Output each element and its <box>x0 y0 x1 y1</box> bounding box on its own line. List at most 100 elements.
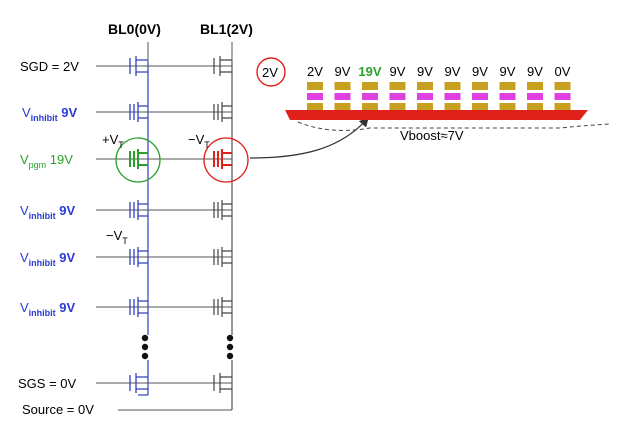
gate-stack-layer <box>554 100 571 103</box>
gate-stack-layer <box>527 90 543 93</box>
bitline-voltage-circle <box>256 57 286 87</box>
gate-stack-layer <box>444 103 461 110</box>
wl-inhibit-4-sub: inhibit <box>29 308 56 318</box>
gate-voltage-label: 9V <box>390 64 406 79</box>
gate-stack-layer <box>554 90 571 93</box>
gate-stack-layer <box>499 93 516 100</box>
gate-voltage-label: 9V <box>500 64 516 79</box>
gate-stack-layer <box>499 90 516 93</box>
gate-stack-layer <box>444 90 461 93</box>
gate-stack-layer <box>472 93 488 100</box>
gate-stack-layer <box>362 90 378 93</box>
gate-stack-layer <box>334 93 351 100</box>
vt-minus-bl1-prefix: −V <box>188 132 205 147</box>
gate-stack-layer <box>444 93 461 100</box>
gate-stack-layer <box>499 100 516 103</box>
vt-plus-label: +VT <box>102 132 124 150</box>
gate-voltage-label: 9V <box>335 64 351 79</box>
bl0-selected-cell <box>115 137 161 183</box>
bl1-inhibited-cell <box>203 137 249 183</box>
gate-voltage-label: 0V <box>555 64 571 79</box>
gate-voltage-label: 2V <box>307 64 323 79</box>
gate-stack-layer <box>417 90 433 93</box>
gate-stack-layer <box>417 103 433 110</box>
gate-stack-layer <box>334 90 351 93</box>
gate-stack-layer <box>307 90 323 93</box>
gate-stack-layer <box>389 100 406 103</box>
wl-inhibit-1-label: Vinhibit 9V <box>22 105 78 123</box>
gate-stack-layer <box>362 93 378 100</box>
gate-stack-layer <box>527 100 543 103</box>
gate-stack-layer <box>527 103 543 110</box>
gate-stack-layer <box>472 103 488 110</box>
vt-minus-label-bl0: −VT <box>106 228 128 246</box>
wl-inhibit-1-sub: inhibit <box>31 113 58 123</box>
gate-stack-layer <box>334 82 351 90</box>
gate-stack-layer <box>527 93 543 100</box>
gate-stack-layer <box>527 82 543 90</box>
gate-stack-layer <box>554 103 571 110</box>
bl1-header: BL1(2V) <box>200 21 253 37</box>
gate-stack-layer <box>499 82 516 90</box>
gate-stack-layer <box>389 90 406 93</box>
gate-voltage-label: 9V <box>417 64 433 79</box>
wl-pgm-prefix: V <box>20 152 29 167</box>
gate-stack-layer <box>444 82 461 90</box>
gate-stack-layer <box>307 103 323 110</box>
bl1-transistors <box>213 56 232 393</box>
gate-stack-layer <box>444 100 461 103</box>
boost-region <box>297 121 611 131</box>
gate-stack-layer <box>417 100 433 103</box>
continuation-dots <box>141 334 234 360</box>
bl0-transistors <box>129 56 148 393</box>
gate-stack-layer <box>417 82 433 90</box>
bitline-voltage-text: 2V <box>262 65 278 80</box>
gate-stack-layer <box>307 82 323 90</box>
word-lines <box>96 65 232 384</box>
vt-plus-prefix: +V <box>102 132 119 147</box>
sgd-label: SGD = 2V <box>20 59 79 74</box>
gate-stack-layer <box>307 93 323 100</box>
gate-stack-layer <box>362 100 378 103</box>
gate-voltage-label: 9V <box>445 64 461 79</box>
gate-stack-layer <box>389 103 406 110</box>
gate-stack-layer <box>334 103 351 110</box>
gate-stack-layer <box>472 90 488 93</box>
gate-stack-layer <box>499 103 516 110</box>
gate-stack-layer <box>554 93 571 100</box>
wl-inhibit-2-prefix: V <box>20 203 29 218</box>
wl-pgm-value: 19V <box>46 152 73 167</box>
gate-stack-layer <box>554 82 571 90</box>
wl-inhibit-3-label: Vinhibit 9V <box>20 250 76 268</box>
wl-pgm-label: Vpgm 19V <box>20 152 73 170</box>
wl-inhibit-3-sub: inhibit <box>29 258 56 268</box>
gate-stack-layer <box>362 82 378 90</box>
wl-inhibit-4-prefix: V <box>20 300 29 315</box>
vt-minus-bl1-sub: T <box>204 140 210 150</box>
gate-stack-layer <box>472 100 488 103</box>
wl-pgm-sub: pgm <box>29 160 47 170</box>
gate-voltage-label: 9V <box>527 64 543 79</box>
gate-stack-layer <box>307 100 323 103</box>
gate-voltage-label: 19V <box>358 64 381 79</box>
bl0-header: BL0(0V) <box>108 21 161 37</box>
gate-voltage-label: 9V <box>472 64 488 79</box>
vt-minus-bl0-sub: T <box>122 236 128 246</box>
wl-inhibit-4-value: 9V <box>56 300 76 315</box>
sgs-label: SGS = 0V <box>18 376 76 391</box>
gate-labels: 2V 9V 19V 9V 9V 9V 9V 9V 9V 0V <box>307 64 571 79</box>
gate-stack-layer <box>334 100 351 103</box>
wl-inhibit-2-label: Vinhibit 9V <box>20 203 76 221</box>
gate-stack-layer <box>472 82 488 90</box>
source-label: Source = 0V <box>22 402 94 417</box>
vt-plus-sub: T <box>118 140 124 150</box>
gate-stack-layer <box>389 93 406 100</box>
wl-inhibit-3-prefix: V <box>20 250 29 265</box>
channel-red <box>285 110 588 120</box>
boost-label: Vboost≈7V <box>400 128 464 143</box>
vt-minus-bl0-prefix: −V <box>106 228 123 243</box>
gate-stack-layer <box>389 82 406 90</box>
wl-inhibit-2-sub: inhibit <box>29 211 56 221</box>
vt-minus-label-bl1: −VT <box>188 132 210 150</box>
wl-inhibit-1-value: 9V <box>58 105 78 120</box>
